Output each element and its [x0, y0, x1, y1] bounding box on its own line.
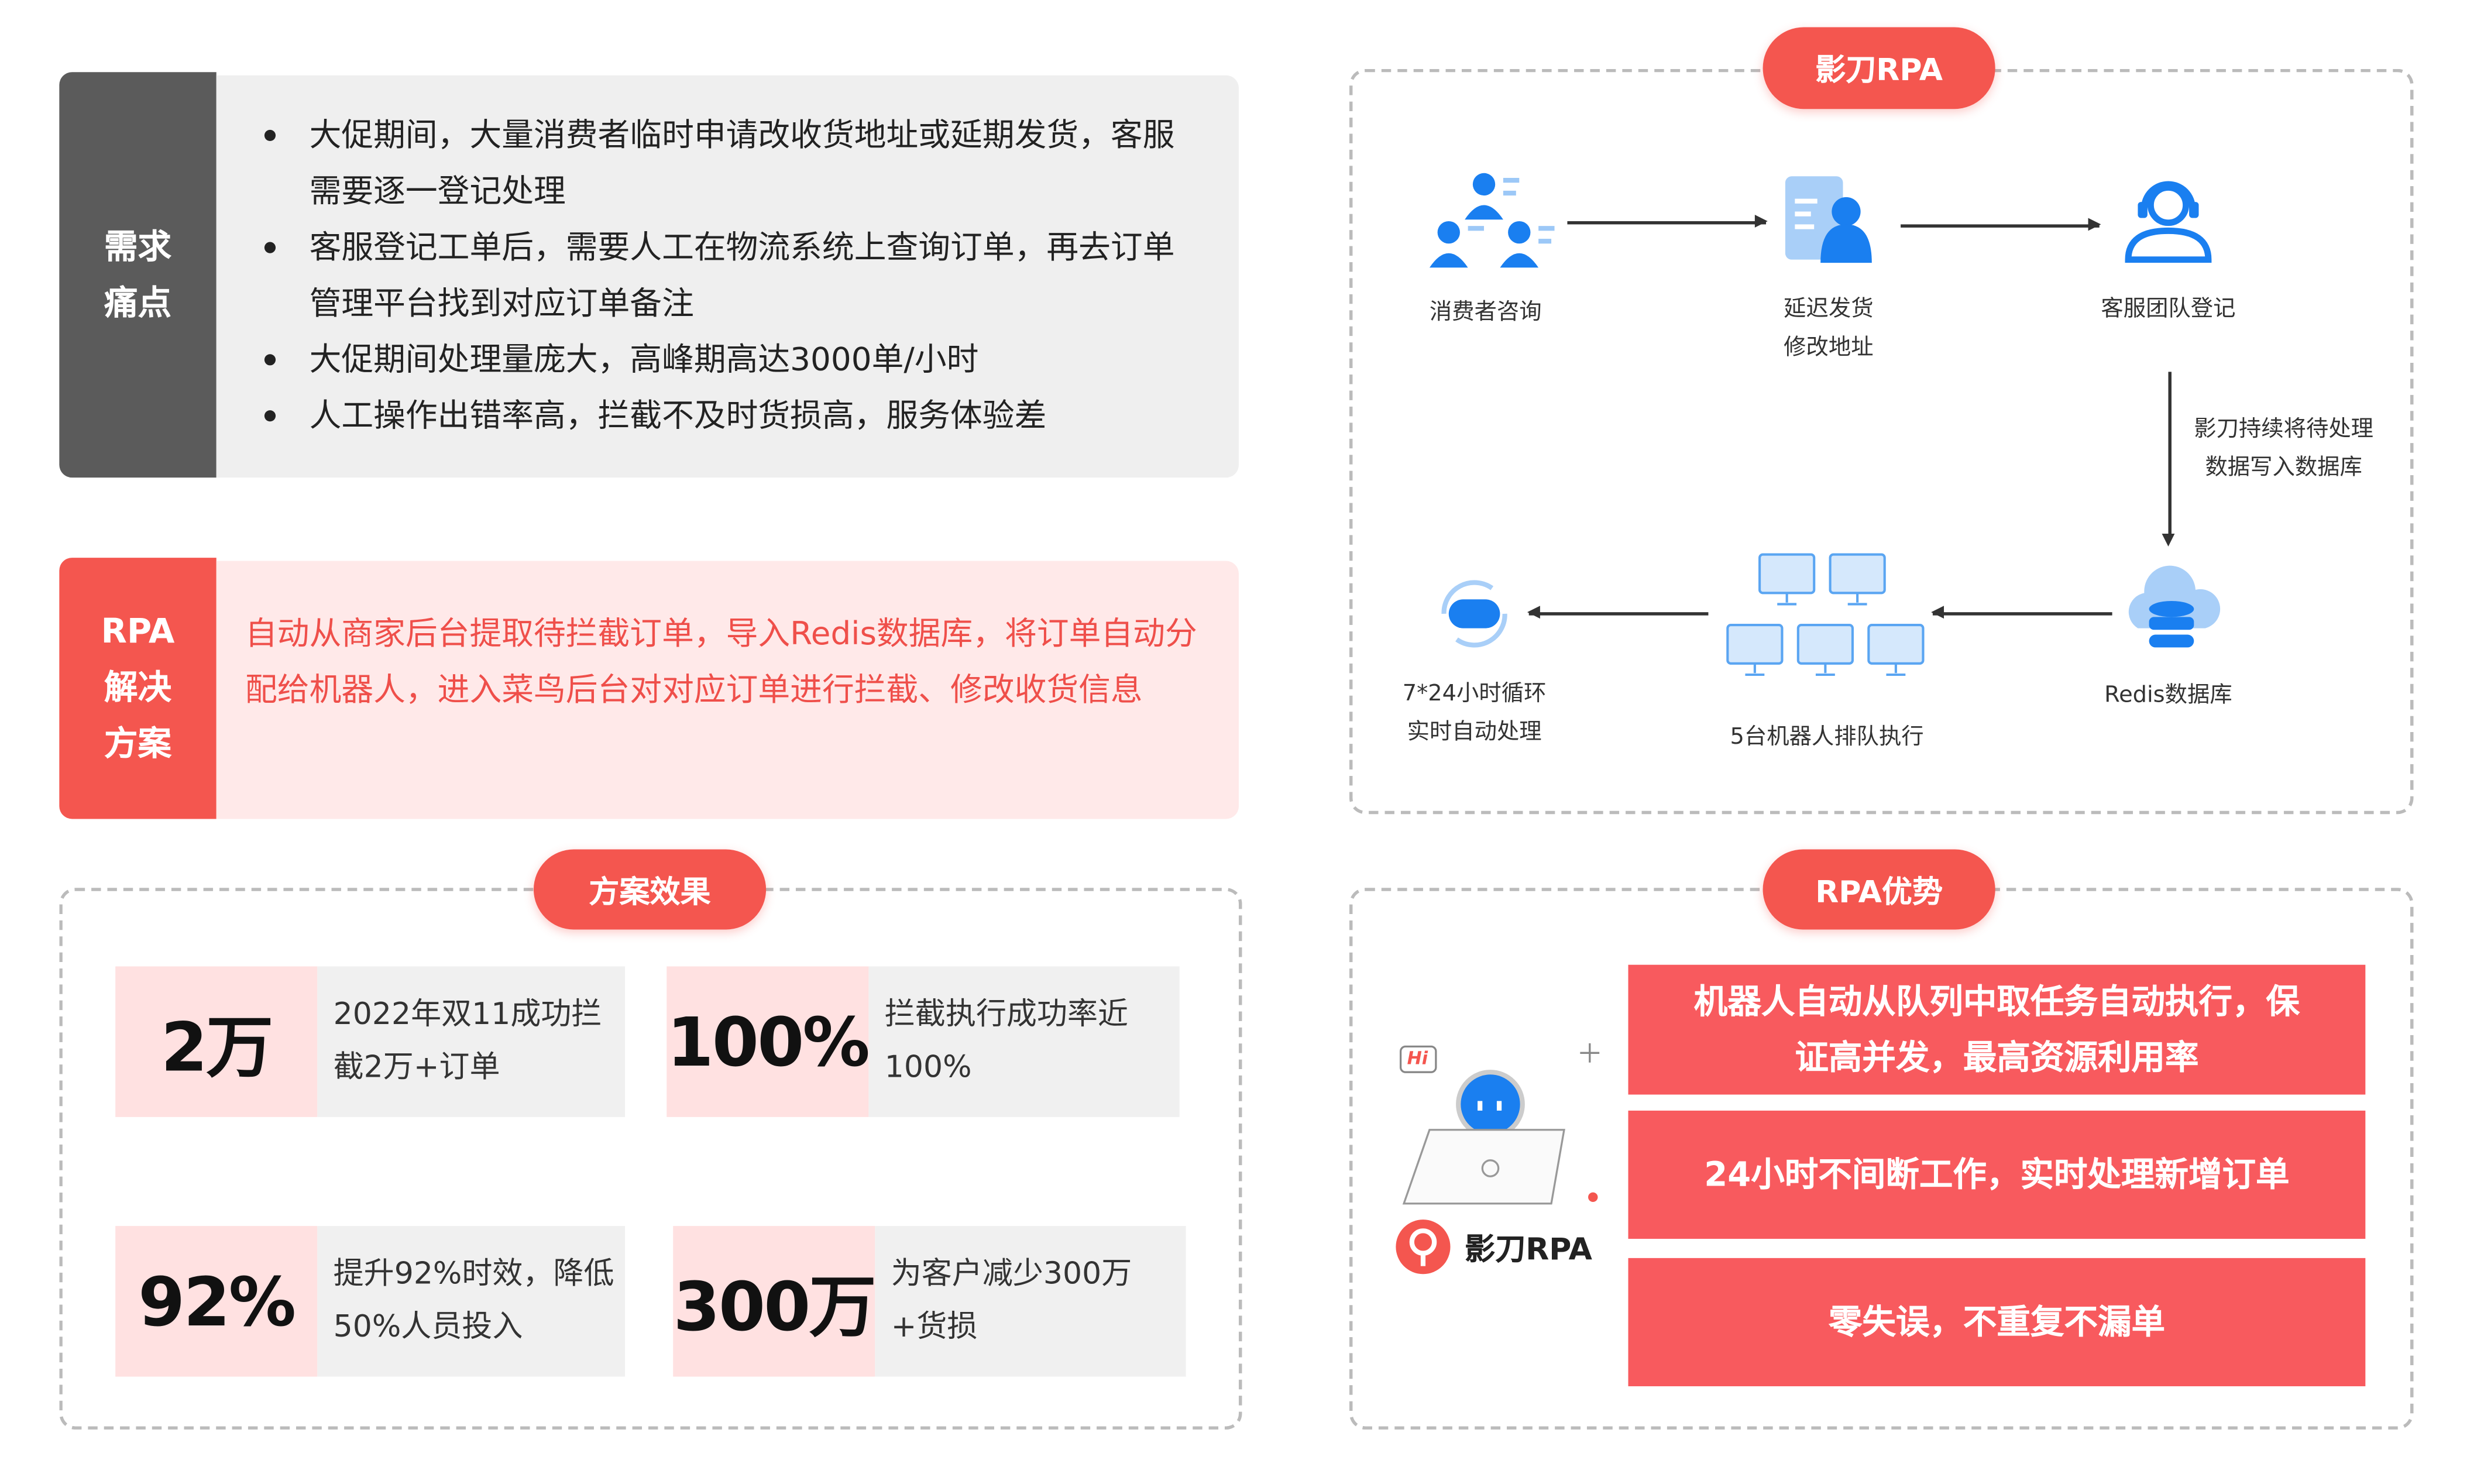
node-delay: 延迟发货修改地址 — [1716, 290, 1940, 367]
loop-cycle-icon — [1441, 580, 1507, 648]
stat-desc: 提升92%时效，降低50%人员投入 — [317, 1226, 626, 1377]
solution-panel: 自动从商家后台提取待拦截订单，导入Redis数据库，将订单自动分配给机器人，进入… — [216, 561, 1239, 819]
flow-title: 影刀RPA — [1762, 27, 1995, 109]
node-delay-line1: 延迟发货 — [1784, 296, 1874, 322]
robots-computers-icon — [1726, 553, 1925, 676]
stat-card: 2万 2022年双11成功拦截2万+订单 — [115, 966, 626, 1117]
node-service: 客服团队登记 — [2101, 296, 2236, 322]
node-loop: 7*24小时循环实时自动处理 — [1362, 675, 1586, 751]
redis-database-icon — [2128, 565, 2221, 648]
write-db-label: 影刀持续将待处理数据写入数据库 — [2172, 410, 2396, 487]
yingdao-logo: 影刀RPA — [1394, 1218, 1592, 1276]
effect-title: 方案效果 — [533, 849, 767, 930]
arrow-right — [1567, 216, 1768, 226]
pain-item: 人工操作出错率高，拦截不及时货损高，服务体验差 — [248, 388, 1190, 444]
stat-card: 100% 拦截执行成功率近100% — [666, 966, 1180, 1117]
stat-card: 92% 提升92%时效，降低50%人员投入 — [115, 1226, 626, 1377]
arrow-down — [2168, 372, 2171, 539]
solution-label: RPA 解决 方案 — [59, 558, 217, 819]
arrow-right — [1901, 219, 2101, 229]
node-loop-line2: 实时自动处理 — [1407, 719, 1542, 746]
solution-text: 自动从商家后台提取待拦截订单，导入Redis数据库，将订单自动分配给机器人，进入… — [245, 613, 1197, 709]
write-db-line2: 数据写入数据库 — [2205, 455, 2362, 481]
pain-panel: 大促期间，大量消费者临时申请改收货地址或延期发货，客服需要逐一登记处理 客服登记… — [216, 75, 1239, 478]
stat-value: 100% — [666, 966, 870, 1117]
stat-value: 300万 — [673, 1226, 877, 1377]
node-loop-line1: 7*24小时循环 — [1402, 681, 1547, 707]
arrow-down-head — [2162, 533, 2175, 547]
advantage-item: 机器人自动从队列中取任务自动执行，保证高并发，最高资源利用率 — [1628, 964, 2366, 1095]
advantage-item: 24小时不间断工作，实时处理新增订单 — [1628, 1110, 2366, 1239]
node-robots: 5台机器人排队执行 — [1730, 724, 1924, 750]
pain-item: 大促期间，大量消费者临时申请改收货地址或延期发货，客服需要逐一登记处理 — [248, 107, 1190, 219]
advantage-title: RPA优势 — [1762, 849, 1995, 930]
stat-value: 92% — [115, 1226, 318, 1377]
delay-doc-icon — [1785, 176, 1872, 263]
stat-desc: 2022年双11成功拦截2万+订单 — [317, 966, 626, 1117]
consumers-icon — [1429, 173, 1555, 268]
yingdao-logo-icon — [1396, 1220, 1451, 1275]
stat-desc: 为客户减少300万+货损 — [875, 1226, 1186, 1377]
stat-value: 2万 — [115, 966, 318, 1117]
pain-item: 大促期间处理量庞大，高峰期高达3000单/小时 — [248, 332, 1190, 388]
pain-item: 客服登记工单后，需要人工在物流系统上查询订单，再去订单管理平台找到对应订单备注 — [248, 219, 1190, 332]
write-db-line1: 影刀持续将待处理 — [2194, 417, 2374, 442]
logo-text: 影刀RPA — [1465, 1231, 1592, 1267]
node-redis: Redis数据库 — [2104, 682, 2232, 709]
node-consumer: 消费者咨询 — [1429, 300, 1542, 325]
node-delay-line2: 修改地址 — [1784, 335, 1874, 361]
stat-desc: 拦截执行成功率近100% — [868, 966, 1180, 1117]
robot-mascot-illustration — [1399, 1043, 1600, 1205]
hi-bubble-text: Hi — [1407, 1048, 1428, 1069]
arrow-left — [1527, 607, 1709, 617]
arrow-left — [1931, 607, 2112, 617]
customer-service-icon — [2125, 181, 2212, 263]
advantage-item: 零失误，不重复不漏单 — [1628, 1258, 2366, 1386]
stat-card: 300万 为客户减少300万+货损 — [673, 1226, 1186, 1377]
pain-label: 需求 痛点 — [59, 72, 217, 478]
